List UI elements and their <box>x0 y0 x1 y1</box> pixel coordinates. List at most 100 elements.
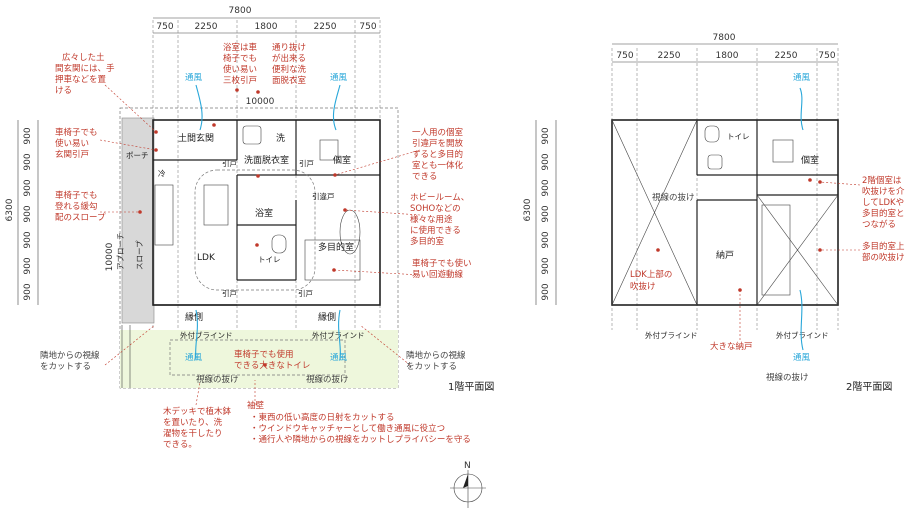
f2-dim-row-2: 900 <box>541 153 551 170</box>
f2-dim-row-6: 900 <box>541 257 551 274</box>
f2-dim-bay-2: 2250 <box>658 51 681 61</box>
dim-total-width: 7800 <box>229 6 252 16</box>
label-hikido-3: 引違戸 <box>312 191 335 201</box>
sightline-2: 視線の抜け <box>306 374 349 385</box>
label-hikido-5: 引戸 <box>298 289 313 298</box>
dining-table <box>203 184 229 226</box>
label-slope: スロープ <box>135 240 144 270</box>
wind-label-3: 通風 <box>185 352 203 363</box>
note-bath: 浴室は車椅子でも使い易い三枚引戸 <box>223 42 258 86</box>
dim-bay-3: 1800 <box>255 22 278 32</box>
f2-note-multi-void: 多目的室上部の吹抜け <box>862 241 905 263</box>
f2-toilet-icon <box>704 125 720 143</box>
f2-dim-bay-4: 2250 <box>775 51 798 61</box>
note-hobby: ホビールーム、SOHOなどの様々な用途に使用できる多目的室 <box>410 193 469 247</box>
dim-bay-1: 750 <box>156 22 173 32</box>
dim-row-2: 900 <box>23 153 33 170</box>
f2-note-ldk-void: LDK上部の吹抜け <box>630 269 672 292</box>
f2-dim-row-1: 900 <box>541 127 551 144</box>
room-bath: 浴室 <box>255 207 273 219</box>
note-neighbor-left: 隣地からの視線をカットする <box>40 350 100 372</box>
approach-slope <box>121 117 155 324</box>
dim-row-3: 900 <box>23 179 33 196</box>
room-washroom: 洗面脱衣室 <box>244 154 289 166</box>
f2-stair-icon <box>761 204 791 296</box>
room-porch: ポーチ <box>126 151 149 160</box>
room-private: 個室 <box>333 154 351 166</box>
f2-dim-bay-5: 750 <box>818 51 835 61</box>
dim-row-6: 900 <box>23 257 33 274</box>
f2-room-private: 個室 <box>801 154 819 166</box>
note-fin-wall: 袖壁 ・東西の低い高度の日射をカットする ・ウインドウキャッチャーとして働き通風… <box>247 400 471 445</box>
room-multi: 多目的室 <box>318 241 354 253</box>
bed-icon <box>319 139 339 161</box>
f2-dim-row-7: 900 <box>541 283 551 300</box>
f2-dim-row-4: 900 <box>541 205 551 222</box>
dim-site-width: 10000 <box>246 97 275 107</box>
floor1-plan: 7800 750 2250 1800 2250 750 6300 900 900… <box>5 6 494 450</box>
compass-label: N <box>464 461 471 471</box>
floor2-plan: 7800 750 2250 1800 2250 750 6300 900 900… <box>523 33 905 393</box>
sightline-1: 視線の抜け <box>196 374 239 385</box>
room-toilet: トイレ <box>258 255 281 264</box>
f2-room-storage: 納戸 <box>716 249 734 261</box>
note-doma: 広々した土間玄関には、手押車などを置ける <box>55 52 115 96</box>
label-engawa-2: 縁側 <box>318 311 336 323</box>
f2-label-blind: 外付ブラインド <box>776 330 829 340</box>
note-toilet: 車椅子でも使用できる大きなトイレ <box>234 349 310 371</box>
floor2-title: 2階平面図 <box>846 381 892 393</box>
label-engawa-1: 縁側 <box>185 311 203 323</box>
note-private: 一人用の個室引違戸を開放すると多目的室とも一体化できる <box>412 127 464 182</box>
dim-site-depth: 10000 <box>105 242 115 271</box>
room-ldk: LDK <box>197 253 216 263</box>
f2-dim-total-depth: 6300 <box>523 198 533 221</box>
f2-dim-bay-1: 750 <box>616 51 633 61</box>
label-hikido-4: 引戸 <box>222 289 237 298</box>
garden-area <box>120 330 398 388</box>
f2-wind-label-2: 通風 <box>793 352 811 363</box>
washbasin-icon <box>242 125 262 145</box>
note-wheelchair-door: 車椅子でも使い易い玄関引戸 <box>55 127 98 160</box>
label-hikido-1: 引戸 <box>222 159 237 168</box>
wind-label-2: 通風 <box>330 72 348 83</box>
wind-label-1: 通風 <box>185 72 203 83</box>
f2-label-blind-left: 外付ブラインド <box>645 330 698 340</box>
floor1-title: 1階平面図 <box>448 381 494 393</box>
f2-note-storage: 大きな納戸 <box>710 341 753 352</box>
note-wash: 通り抜けが出来る便利な洗面脱衣室 <box>272 42 307 86</box>
note-slope: 車椅子でも登れる緩勾配のスロープ <box>55 190 106 223</box>
label-approach: アプローチ <box>116 233 125 271</box>
north-compass: N <box>450 461 486 508</box>
dim-bay-4: 2250 <box>314 22 337 32</box>
room-wash: 洗 <box>276 132 285 144</box>
f2-note-private: 2階個室は吹抜けを介してLDKや多目的室とつながる <box>862 175 905 230</box>
dim-bay-2: 2250 <box>195 22 218 32</box>
f2-sightline: 視線の抜け <box>766 372 809 383</box>
stair-icon <box>304 239 361 281</box>
f2-dim-row-5: 900 <box>541 231 551 248</box>
kitchen-counter <box>154 184 174 246</box>
f2-bed-icon <box>772 139 794 163</box>
f2-dim-total-width: 7800 <box>713 33 736 43</box>
f2-room-toilet: トイレ <box>727 132 750 141</box>
dim-row-1: 900 <box>23 127 33 144</box>
f2-dim-bay-3: 1800 <box>716 51 739 61</box>
wind-label-4: 通風 <box>330 352 348 363</box>
label-hikido-2: 引戸 <box>299 159 314 168</box>
note-neighbor-right: 隣地からの視線をカットする <box>406 350 466 372</box>
label-blind-2: 外付ブラインド <box>312 330 365 340</box>
dim-row-7: 900 <box>23 283 33 300</box>
label-fridge: 冷 <box>158 168 166 178</box>
dim-bay-5: 750 <box>359 22 376 32</box>
toilet-icon <box>271 234 287 254</box>
f2-wind-label-1: 通風 <box>793 72 811 83</box>
dim-row-5: 900 <box>23 231 33 248</box>
note-deck: 木デッキで植木鉢を置いたり、洗濯物を干したりできる。 <box>163 406 232 450</box>
f2-sightline-in: 視線の抜け <box>652 192 695 203</box>
f2-dim-row-3: 900 <box>541 179 551 196</box>
room-doma: 土間玄関 <box>178 132 214 144</box>
circulation-loop <box>194 169 316 291</box>
dim-row-4: 900 <box>23 205 33 222</box>
label-blind-1: 外付ブラインド <box>180 330 233 340</box>
